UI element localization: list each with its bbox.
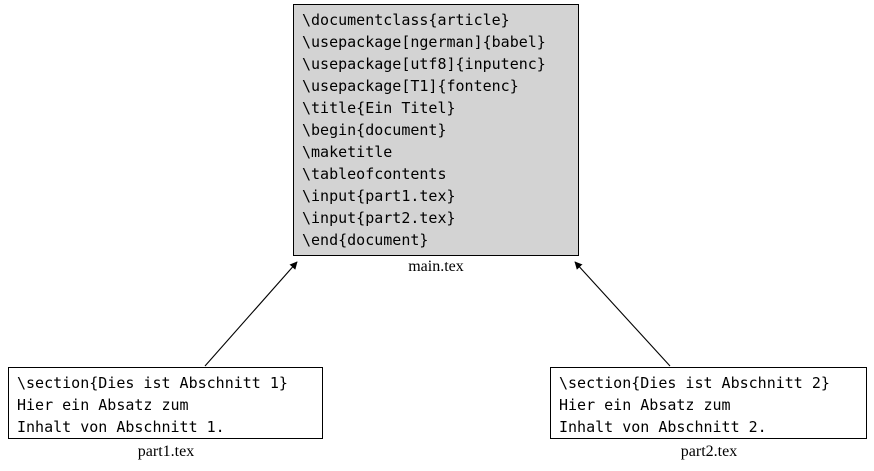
arrow-part2-to-main: [574, 261, 671, 367]
main-tex-code-box: \documentclass{article} \usepackage[ngerm…: [293, 4, 579, 256]
code-line: \usepackage[utf8]{inputenc}: [302, 55, 546, 73]
code-line: Hier ein Absatz zum: [559, 396, 731, 414]
main-tex-caption: main.tex: [408, 258, 464, 275]
part1-tex-caption: part1.tex: [137, 443, 195, 460]
code-line: \usepackage[ngerman]{babel}: [302, 33, 546, 51]
part2-tex-caption: part2.tex: [680, 443, 738, 460]
code-line: \input{part1.tex}: [302, 187, 456, 205]
part1-tex-code-box: \section{Dies ist Abschnitt 1} Hier ein A…: [8, 367, 323, 439]
code-line: \end{document}: [302, 231, 429, 249]
code-line: \usepackage[T1]{fontenc}: [302, 77, 519, 95]
code-line: \maketitle: [302, 143, 393, 161]
part2-tex-code-box: \section{Dies ist Abschnitt 2} Hier ein A…: [550, 367, 867, 439]
code-line: \section{Dies ist Abschnitt 2}: [559, 374, 830, 392]
arrow-part1-to-main: [204, 261, 298, 367]
code-line: Hier ein Absatz zum: [17, 396, 189, 414]
code-line: Inhalt von Abschnitt 1.: [17, 418, 225, 436]
code-line: \input{part2.tex}: [302, 209, 456, 227]
code-line: \begin{document}: [302, 121, 447, 139]
code-line: \tableofcontents: [302, 165, 447, 183]
code-line: \title{Ein Titel}: [302, 99, 456, 117]
code-line: Inhalt von Abschnitt 2.: [559, 418, 767, 436]
code-line: \section{Dies ist Abschnitt 1}: [17, 374, 288, 392]
code-line: \documentclass{article}: [302, 11, 510, 29]
